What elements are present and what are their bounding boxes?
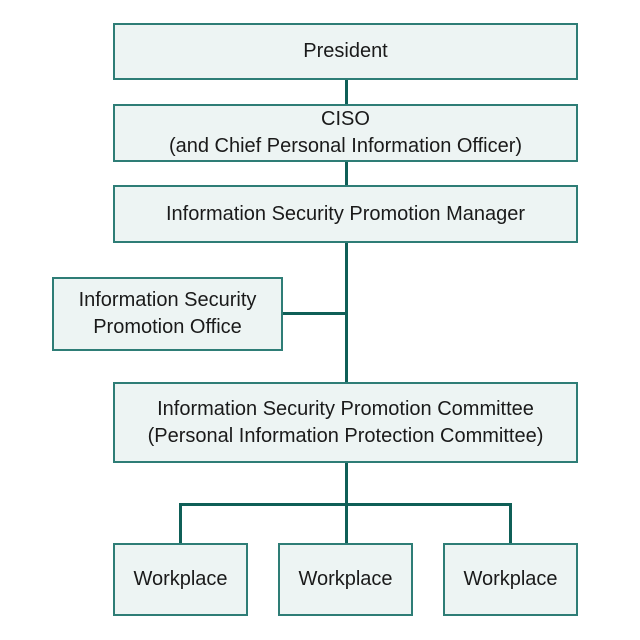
node-office-label-line1: Information Security — [78, 289, 257, 311]
node-workplace-1-label: Workplace — [133, 568, 228, 590]
node-office-label-line2: Promotion Office — [93, 316, 242, 338]
node-workplace-3: Workplace — [443, 543, 578, 616]
node-workplace-2: Workplace — [278, 543, 413, 616]
node-president-label: President — [303, 40, 388, 62]
node-ciso-label-line1: CISO — [321, 108, 370, 130]
connector-ciso-manager — [345, 160, 348, 187]
connector-president-ciso — [345, 78, 348, 106]
connector-committee-branch — [345, 461, 348, 506]
node-president: President — [113, 23, 578, 80]
node-security-promotion-manager: Information Security Promotion Manager — [113, 185, 578, 243]
node-workplace-2-label: Workplace — [298, 568, 393, 590]
node-workplace-3-label: Workplace — [463, 568, 558, 590]
node-committee-label-line1: Information Security Promotion Committee — [157, 397, 534, 420]
node-committee-label-line2: (Personal Information Protection Committ… — [147, 424, 544, 447]
node-security-promotion-committee: Information Security Promotion Committee… — [113, 382, 578, 463]
connector-office-trunk — [281, 312, 346, 315]
node-ciso-label-line2: (and Chief Personal Information Officer) — [168, 135, 523, 157]
connector-drop-workplace-2 — [345, 503, 348, 545]
node-security-promotion-office: Information Security Promotion Office — [52, 277, 283, 351]
connector-drop-workplace-3 — [509, 503, 512, 545]
node-workplace-1: Workplace — [113, 543, 248, 616]
node-manager-label: Information Security Promotion Manager — [165, 202, 526, 225]
connector-drop-workplace-1 — [179, 503, 182, 545]
node-ciso: CISO (and Chief Personal Information Off… — [113, 104, 578, 162]
connector-manager-committee — [345, 241, 348, 384]
